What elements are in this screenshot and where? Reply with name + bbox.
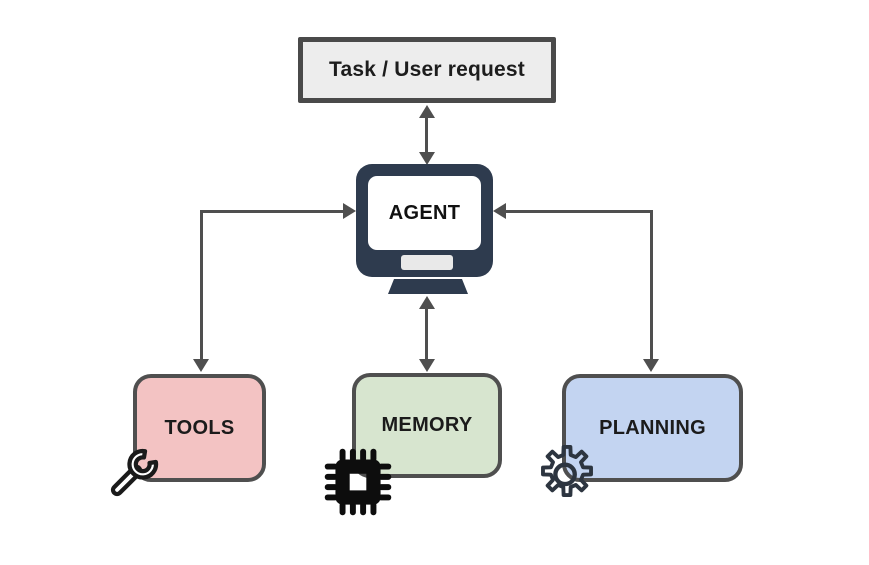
- connector-agent-planning-vline: [650, 210, 653, 359]
- task-request-box: Task / User request: [298, 37, 556, 103]
- arrow-down-icon: [643, 359, 659, 372]
- connector-agent-tools-hline: [200, 210, 343, 213]
- arrow-up-icon: [419, 105, 435, 118]
- agent-label: AGENT: [388, 201, 461, 224]
- connector-agent-planning-hline: [506, 210, 653, 213]
- connector-agent-tools-vline: [200, 210, 203, 359]
- task-request-label: Task / User request: [329, 58, 525, 81]
- monitor-button-slot: [401, 255, 453, 270]
- planning-label: PLANNING: [599, 416, 706, 439]
- arrow-down-icon: [419, 152, 435, 165]
- arrow-right-icon: [343, 203, 356, 219]
- arrow-down-icon: [193, 359, 209, 372]
- monitor-screen: AGENT: [368, 176, 481, 250]
- wrench-icon: [99, 440, 167, 508]
- planning-node: PLANNING: [562, 374, 743, 482]
- arrow-up-icon: [419, 296, 435, 309]
- monitor-stand: [388, 279, 468, 294]
- arrow-left-icon: [493, 203, 506, 219]
- gear-icon: [536, 440, 598, 502]
- arrow-down-icon: [419, 359, 435, 372]
- microchip-icon: [320, 444, 396, 520]
- connector-agent-memory-line: [425, 307, 428, 360]
- tools-label: TOOLS: [164, 416, 235, 439]
- connector-task-agent-line: [425, 116, 428, 158]
- memory-label: MEMORY: [381, 414, 473, 436]
